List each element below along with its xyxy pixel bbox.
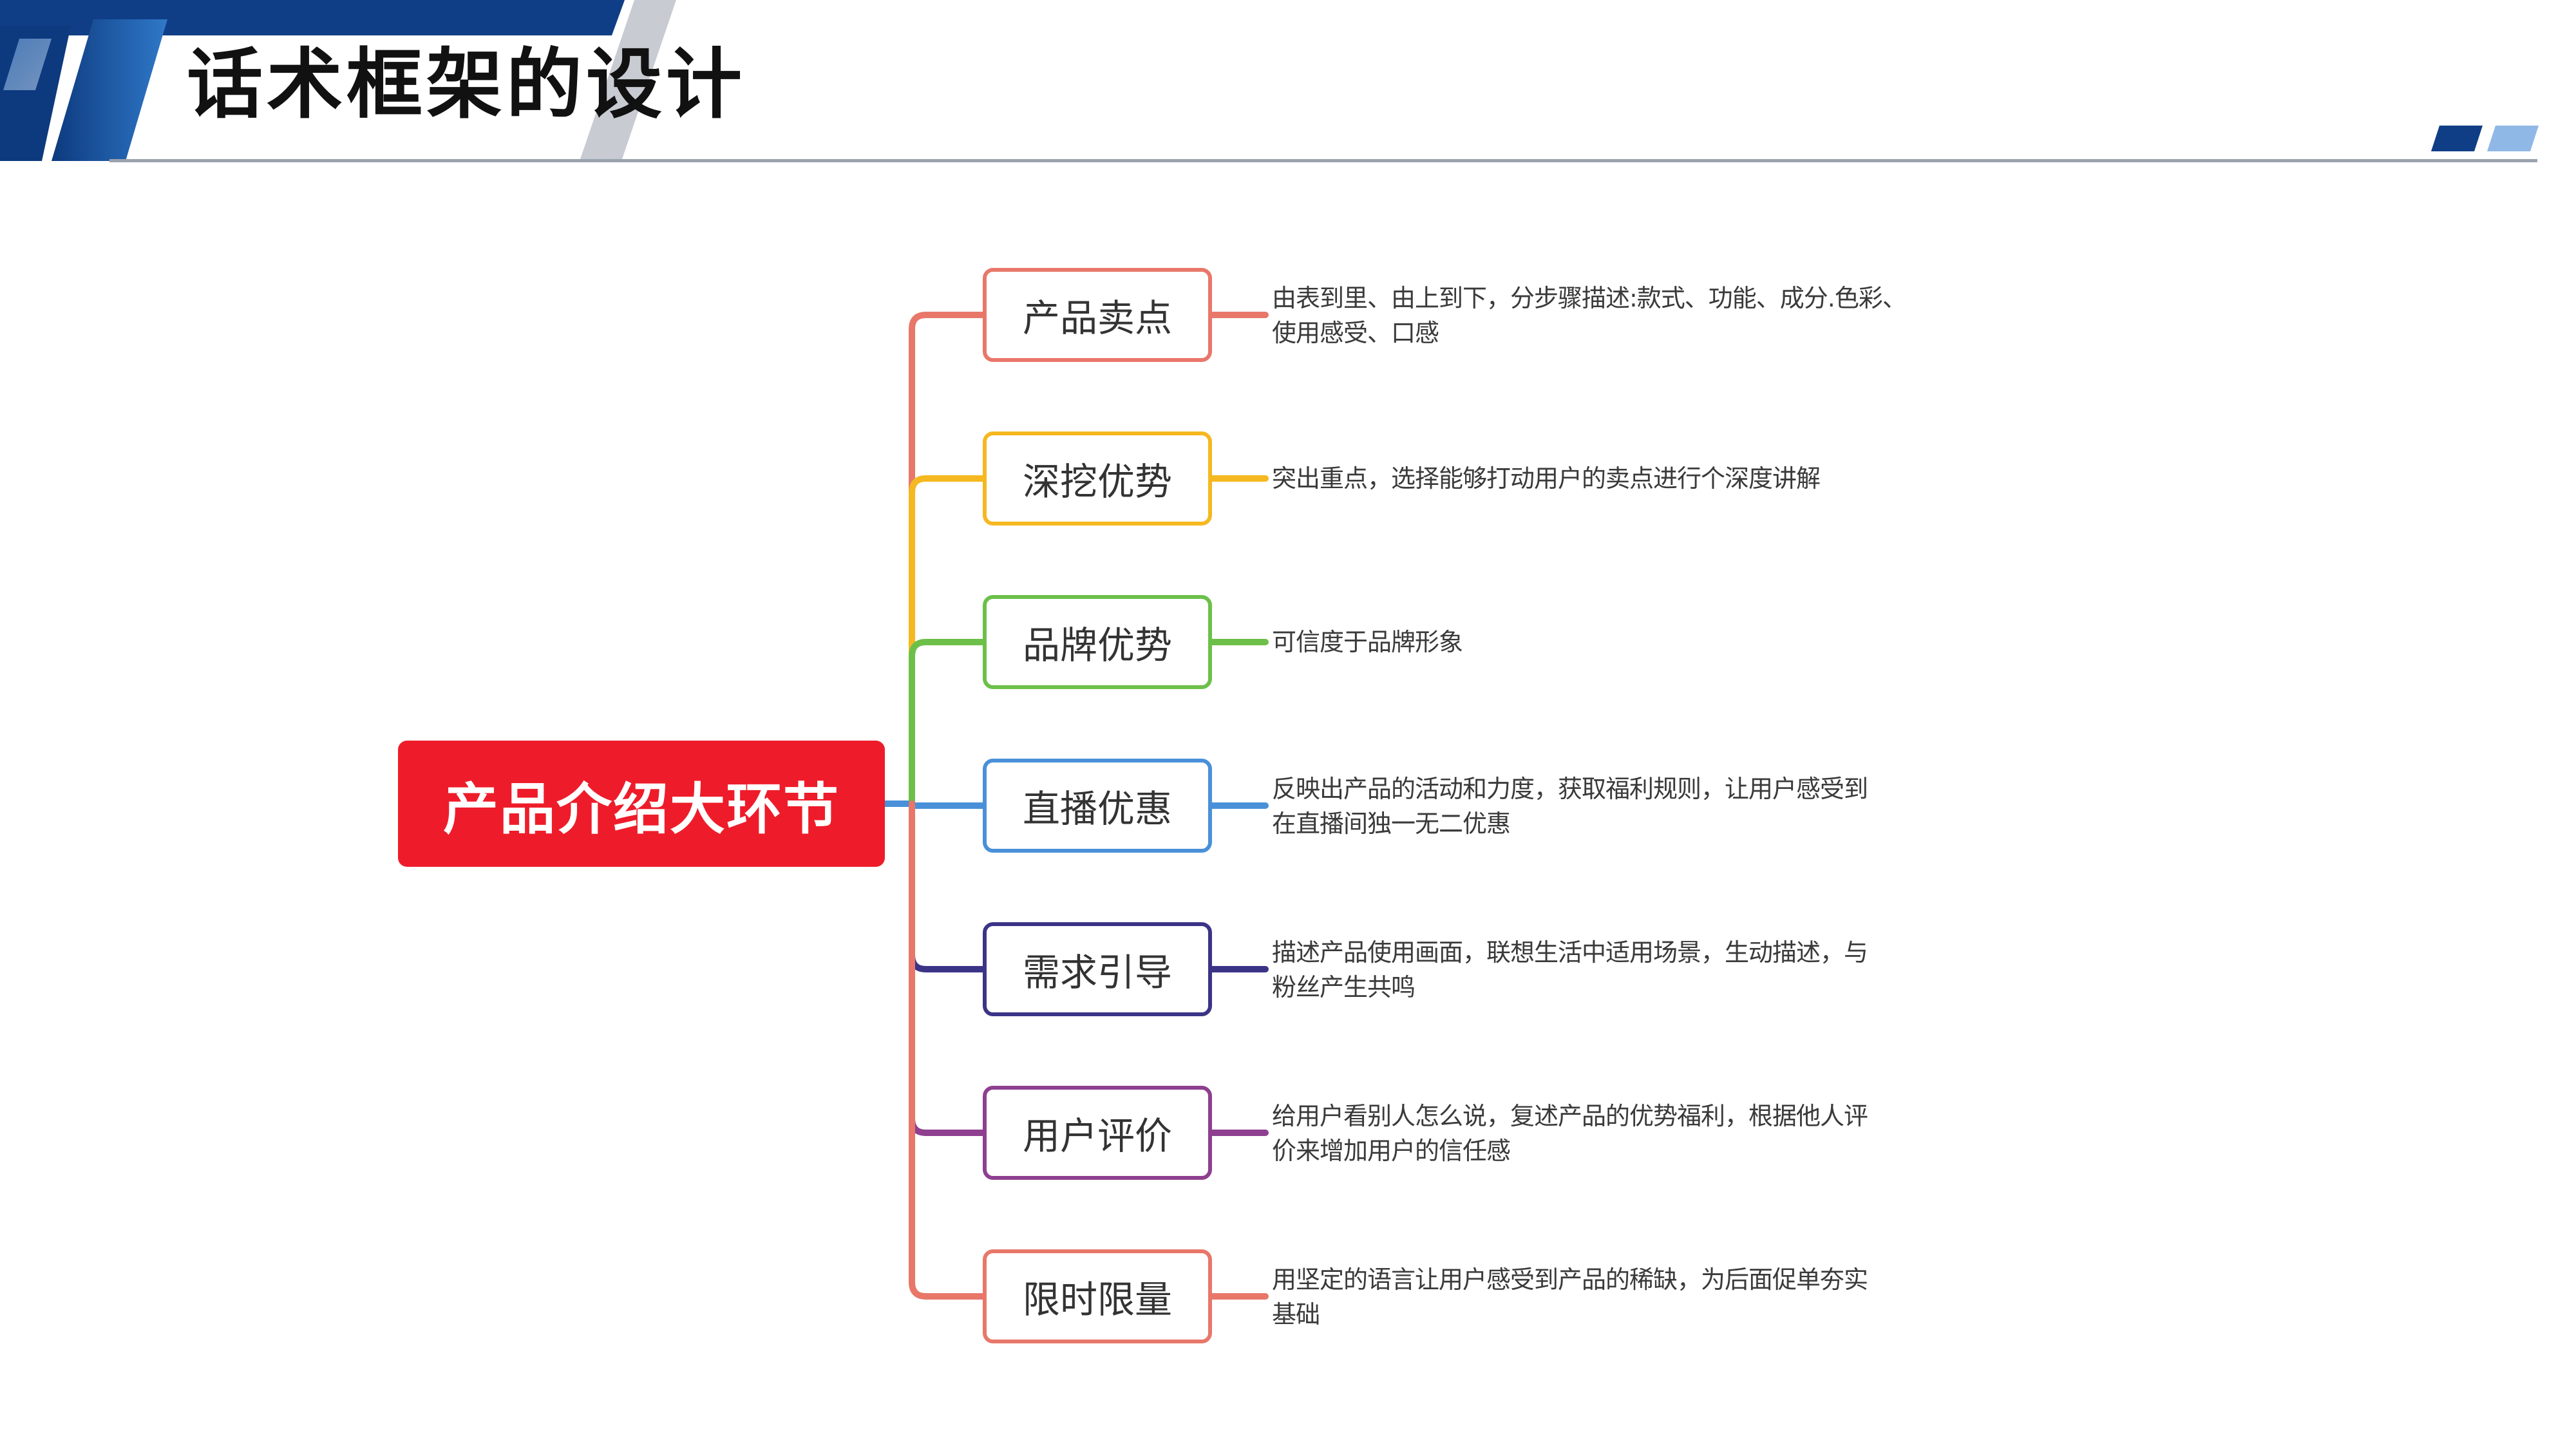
connector-branch-5 <box>909 800 986 1136</box>
connector-branch-0 <box>909 312 986 807</box>
connector-branch-4 <box>909 800 986 972</box>
branch-desc-demand-guidance: 描述产品使用画面，联想生活中适用场景，生动描述，与粉丝产生共鸣 <box>1272 938 1868 1001</box>
branch-desc-deep-advantages: 突出重点，选择能够打动用户的卖点进行个深度讲解 <box>1272 464 1821 493</box>
branch-desc-brand-advantages: 可信度于品牌形象 <box>1272 628 1463 656</box>
branch-desc-live-discount: 反映出产品的活动和力度，获取福利规则，让用户感受到在直播间独一无二优惠 <box>1272 775 1868 838</box>
page-title: 话术框架的设计 <box>187 39 746 129</box>
header-rule <box>109 159 2537 162</box>
branch-node-live-discount: 直播优惠 <box>983 759 1212 853</box>
header-banner <box>0 0 676 161</box>
connector-branch-1 <box>909 475 986 807</box>
corner-decoration <box>2431 126 2539 151</box>
branch-desc-selling-points: 由表到里、由上到下，分步骤描述:款式、功能、成分.色彩、使用感受、口感 <box>1272 284 1907 347</box>
connector-branch-6 <box>909 800 986 1300</box>
branch-node-brand-advantages: 品牌优势 <box>983 595 1212 689</box>
branch-node-demand-guidance: 需求引导 <box>983 922 1212 1016</box>
header-light-slash <box>3 39 52 90</box>
header-grey-slash <box>580 0 676 161</box>
branch-desc-user-reviews: 给用户看别人怎么说，复述产品的优势福利，根据他人评价来增加用户的信任感 <box>1272 1102 1868 1165</box>
connector-branch-2 <box>909 639 986 807</box>
branch-desc-limited-offer: 用坚定的语言让用户感受到产品的稀缺，为后面促单夯实基础 <box>1272 1265 1868 1329</box>
branch-node-user-reviews: 用户评价 <box>983 1086 1212 1180</box>
branch-node-limited-offer: 限时限量 <box>983 1249 1212 1343</box>
header-blue-slash <box>52 19 167 161</box>
branch-node-selling-points: 产品卖点 <box>983 268 1212 362</box>
branch-node-deep-advantages: 深挖优势 <box>983 431 1212 526</box>
root-node: 产品介绍大环节 <box>398 741 885 867</box>
